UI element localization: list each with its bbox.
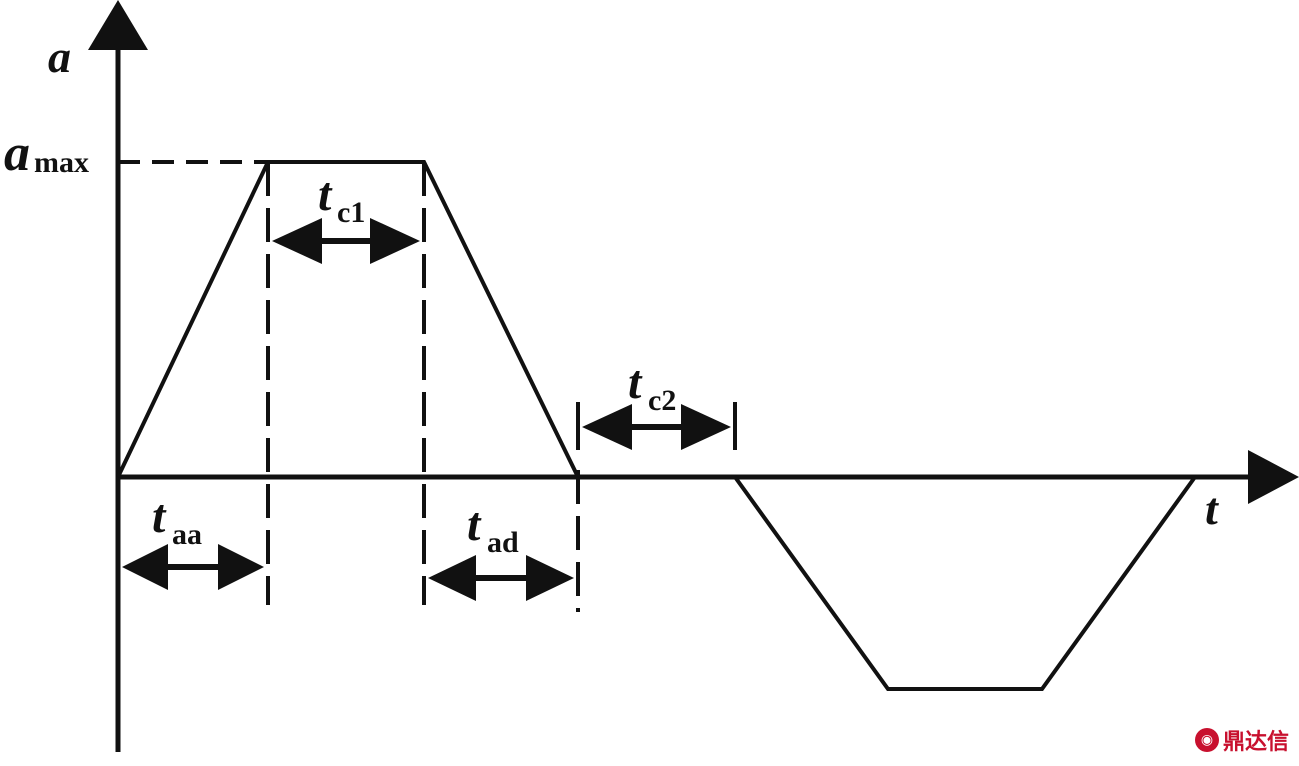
tad-label-main: t — [467, 498, 482, 551]
tc2-label-sub: c2 — [648, 384, 676, 417]
tc2-label-main: t — [628, 356, 643, 409]
tc1-dimension-arrow — [272, 218, 420, 264]
watermark: ◉ 鼎达信 — [1194, 724, 1289, 756]
tad-label-sub: ad — [487, 526, 519, 559]
y-axis-arrow — [88, 0, 148, 50]
taa-label-sub: aa — [172, 518, 202, 551]
logo-icon: ◉ — [1194, 728, 1219, 752]
tc1-label-main: t — [318, 168, 333, 221]
taa-label-main: t — [152, 490, 167, 543]
amax-label-sub: max — [34, 146, 89, 179]
amax-label-main: a — [4, 125, 30, 182]
tc2-dimension-arrow — [582, 404, 731, 450]
tc1-label-sub: c1 — [337, 196, 365, 229]
acceleration-curve — [116, 160, 1197, 691]
y-axis-label: a — [48, 31, 71, 82]
tad-dimension-arrow — [428, 555, 574, 601]
taa-dimension-arrow — [122, 544, 264, 590]
watermark-text: 鼎达信 — [1222, 730, 1289, 755]
x-axis-arrow — [1248, 450, 1299, 504]
x-axis-label: t — [1205, 483, 1219, 534]
